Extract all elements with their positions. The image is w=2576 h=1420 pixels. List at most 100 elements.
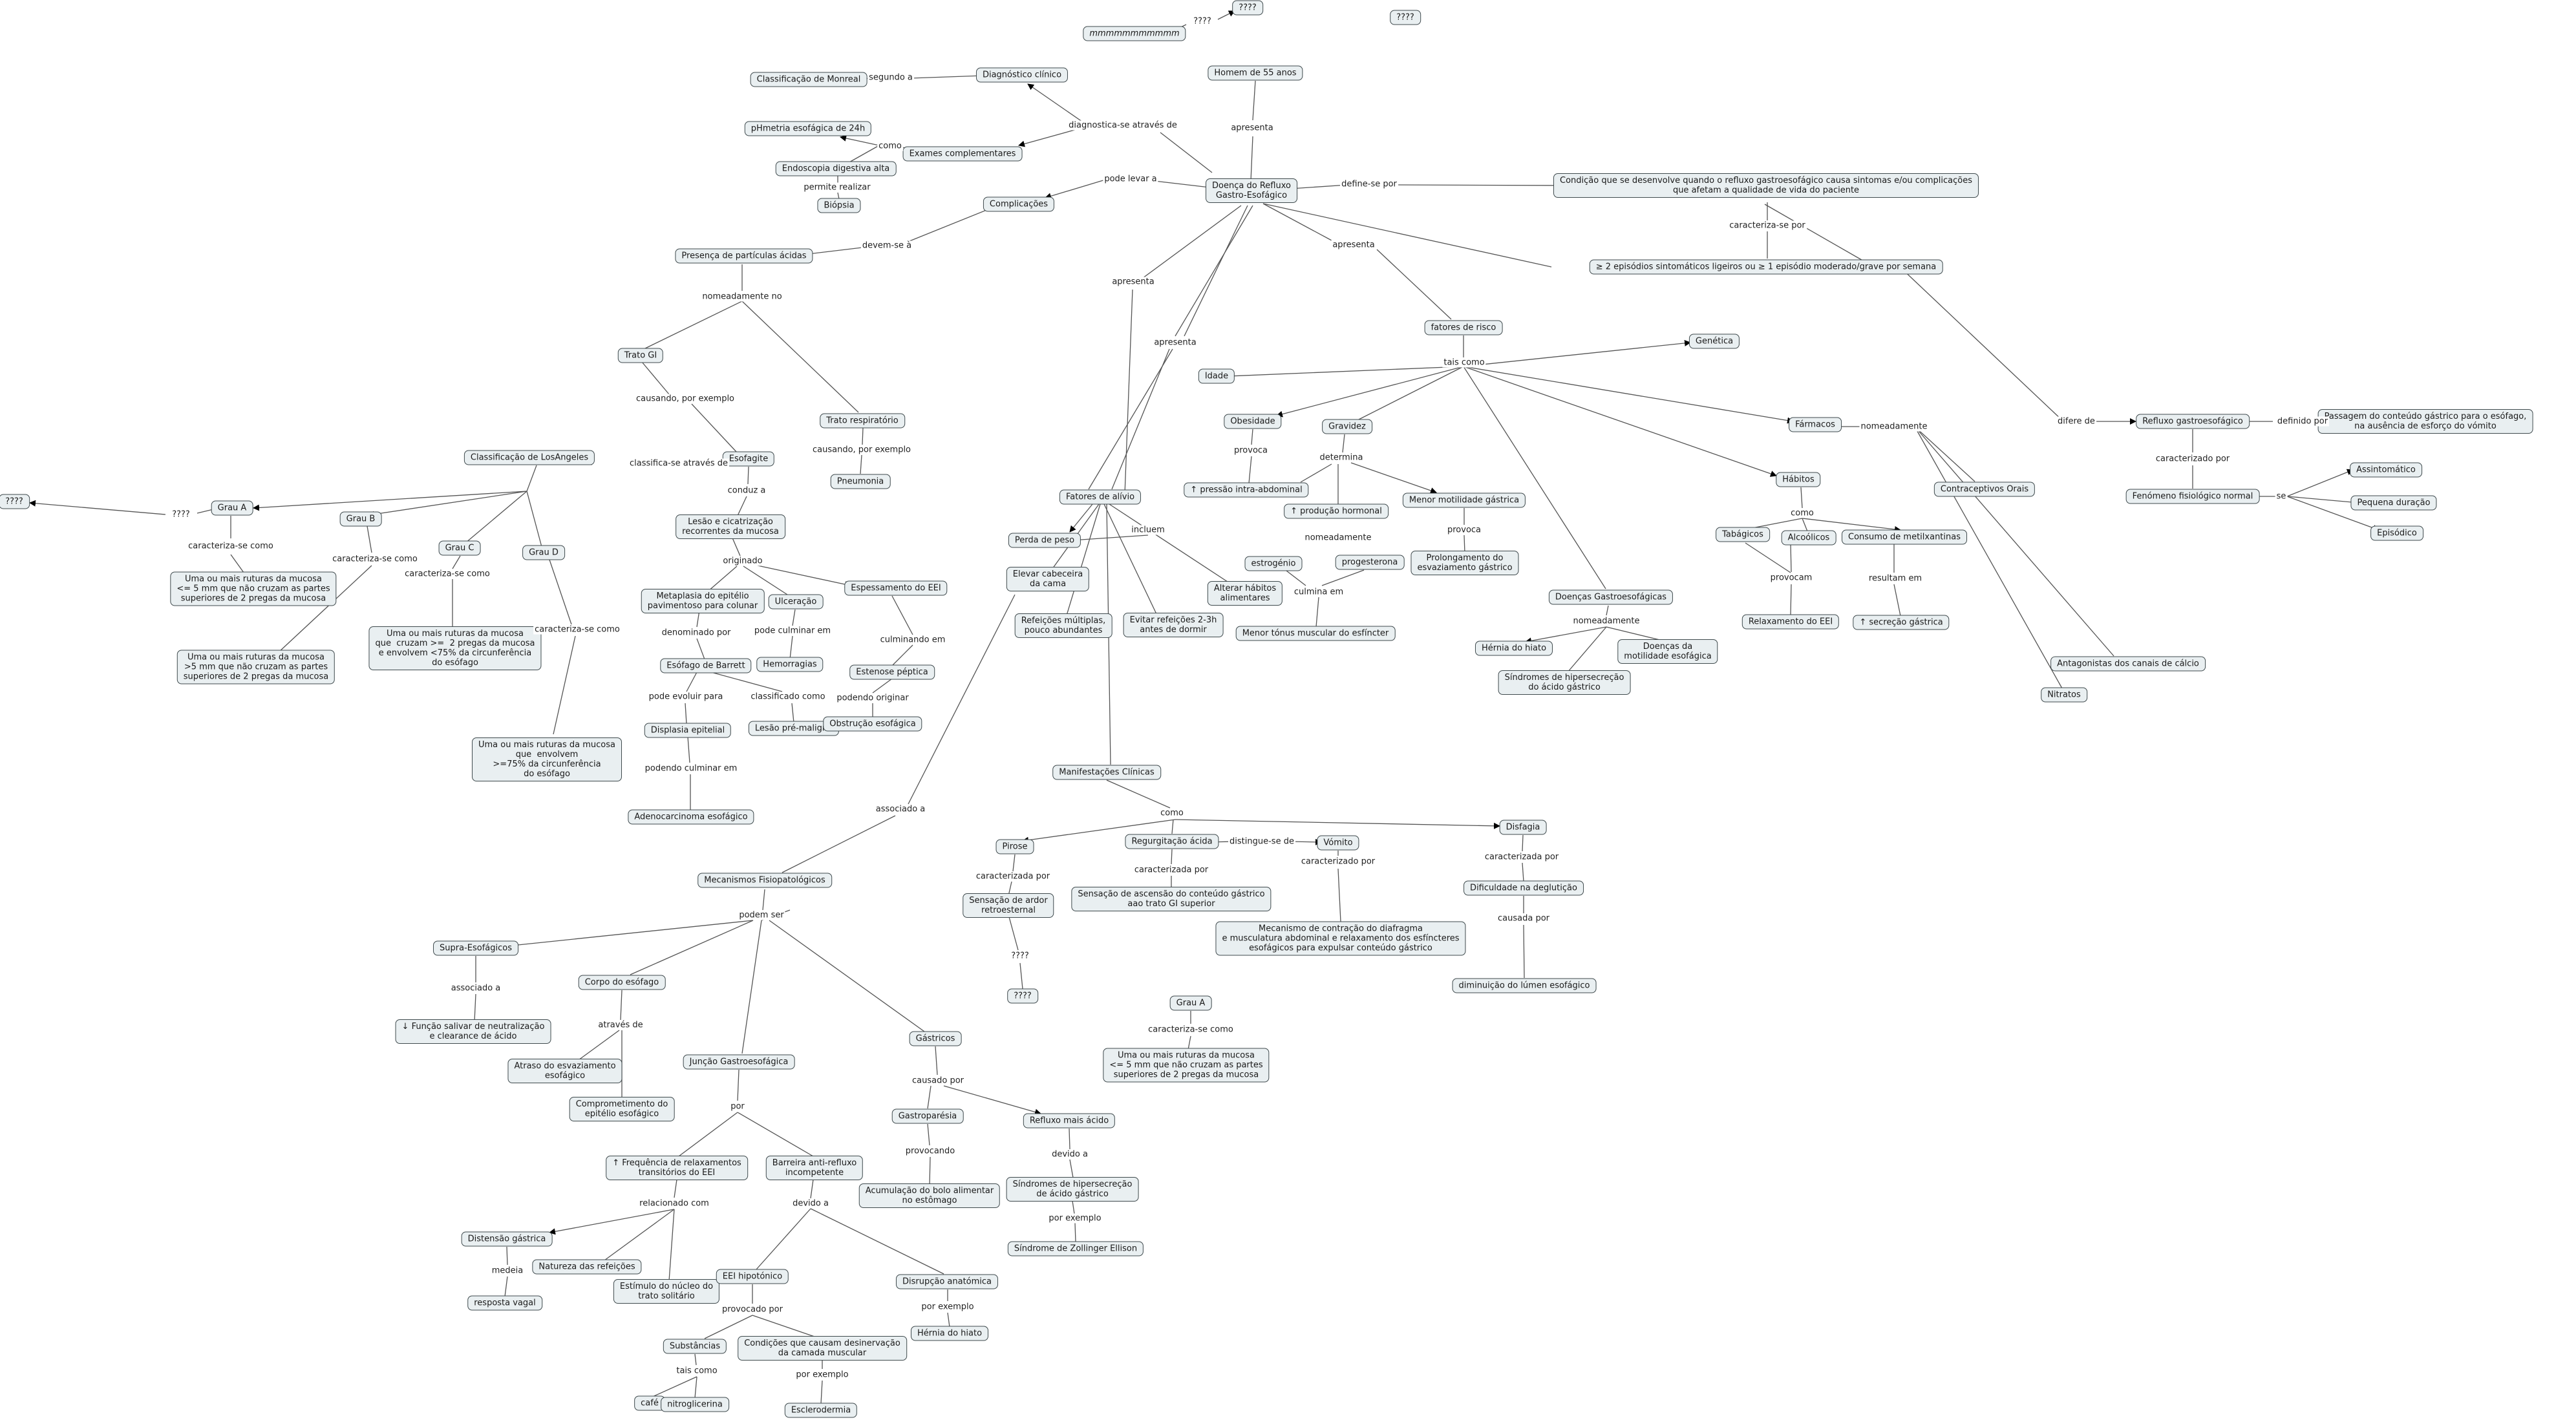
refluxo-gastroesofagico-node[interactable]: Refluxo gastroesofágico [2136,414,2250,429]
classificacao-losangeles-node[interactable]: Classificação de LosAngeles [463,450,595,465]
esofago-barrett-node[interactable]: Esófago de Barrett [660,658,752,673]
farmacos-node[interactable]: Fármacos [1789,417,1842,432]
fatores-alivio-node[interactable]: Fatores de alívio [1059,489,1142,505]
sindromes-hipersecrecao-node[interactable]: Síndromes de hipersecreção de ácido gást… [1006,1177,1139,1202]
nitratos-node[interactable]: Nitratos [2041,687,2087,703]
grau-b-node[interactable]: Grau B [339,511,382,527]
obstrucao-esofagica-node[interactable]: Obstrução esofágica [823,716,922,732]
doencas-motilidade-node[interactable]: Doenças da motilidade esofágica [1617,639,1718,664]
hernia-hiato-node[interactable]: Hérnia do hiato [1474,641,1553,656]
dificuldade-degluticao-node[interactable]: Dificuldade na deglutição [1464,880,1584,896]
obesidade-node[interactable]: Obesidade [1224,414,1282,429]
hernia-hiato-node[interactable]: Hérnia do hiato [910,1326,989,1341]
fenomeno-fisiologico-node[interactable]: Fenómeno fisiológico normal [2125,489,2260,504]
episodios-node[interactable]: ≥ 2 episódios sintomáticos ligeiros ou ≥… [1589,259,1943,275]
classificacao-monreal-node[interactable]: Classificação de Monreal [750,72,868,87]
manifestacoes-clinicas-node[interactable]: Manifestações Clínicas [1052,765,1161,780]
perda-peso-node[interactable]: Perda de peso [1008,533,1081,548]
acumulacao-bolo-node[interactable]: Acumulação do bolo alimentar no estômago [858,1183,1001,1208]
frequencia-relaxamentos-node[interactable]: ↑ Frequência de relaxamentos transitório… [606,1156,748,1180]
pirose-node[interactable]: Pirose [995,839,1034,854]
sensacao-ardor-node[interactable]: Sensação de ardor retroesternal [963,893,1054,918]
estimulo-nucleo-node[interactable]: Estímulo do núcleo do trato solitário [613,1279,720,1304]
diagnostico-clinico-node[interactable]: Diagnóstico clínico [975,67,1069,83]
esclerodermia-node[interactable]: Esclerodermia [784,1403,858,1418]
homem-55-anos-node[interactable]: Homem de 55 anos [1208,65,1303,81]
exames-complementares-node[interactable]: Exames complementares [902,146,1023,162]
pressao-intra-abdominal-node[interactable]: ↑ pressão intra-abdominal [1184,482,1309,498]
lesao-pre-maligna-node[interactable]: Lesão pré-maligna [748,721,840,736]
esofagite-node[interactable]: Esofagite [722,451,775,467]
ulceracao-node[interactable]: Ulceração [768,594,824,609]
prolongamento-node[interactable]: Prolongamento do esvaziamento gástrico [1410,551,1519,575]
vomito-node[interactable]: Vómito [1317,835,1359,851]
elevar-cabeceira-node[interactable]: Elevar cabeceira da cama [1006,567,1090,591]
sensacao-ascensao-node[interactable]: Sensação de ascensão do conteúdo gástric… [1071,887,1272,911]
progesterona-node[interactable]: progesterona [1335,555,1405,570]
distensao-gastrica-node[interactable]: Distensão gástrica [461,1231,553,1247]
menor-motilidade-node[interactable]: Menor motilidade gástrica [1402,493,1526,508]
passagem-node[interactable]: Passagem do conteúdo gástrico para o esó… [2317,409,2533,434]
lesao-cicatrizacao-node[interactable]: Lesão e cicatrização recorrentes da muco… [676,514,785,539]
grau-c-node[interactable]: Grau C [438,540,481,556]
disfagia-node[interactable]: Disfagia [1499,820,1547,835]
gastroparesia-node[interactable]: Gastroparésia [891,1108,964,1124]
espessamento-eei-node[interactable]: Espessamento do EEI [844,580,948,596]
grau-a-node[interactable]: Grau A [211,500,253,516]
displasia-node[interactable]: Displasia epitelial [644,723,732,738]
refluxo-mais-acido-node[interactable]: Refluxo mais ácido [1023,1113,1116,1129]
juncao-gastroesofagica-node[interactable]: Junção Gastroesofágica [683,1054,795,1070]
grau-a-descricao-node[interactable]: Uma ou mais ruturas da mucosa <= 5 mm qu… [170,571,337,606]
phmetria-node[interactable]: pHmetria esofágica de 24h [744,121,872,136]
grau-d-node[interactable]: Grau D [522,545,565,560]
evitar-refeicoes-node[interactable]: Evitar refeições 2-3h antes de dormir [1123,613,1224,637]
antagonistas-calcio-node[interactable]: Antagonistas dos canais de cálcio [2050,656,2206,672]
doencas-gastroesofagicas-node[interactable]: Doenças Gastroesofágicas [1548,589,1674,605]
unknown-node[interactable]: ???? [1390,10,1421,25]
refeicoes-multiplas-node[interactable]: Refeições múltiplas, pouco abundantes [1014,613,1112,638]
relaxamento-eei-node[interactable]: Relaxamento do EEI [1741,614,1840,630]
unknown-node[interactable]: ???? [1232,0,1263,16]
condicoes-desinervacao-node[interactable]: Condições que causam desinervação da cam… [738,1336,907,1361]
trato-gi-node[interactable]: Trato GI [617,348,664,363]
placeholder-node[interactable]: mmmmmmmmmmm [1083,26,1186,41]
metilxantinas-node[interactable]: Consumo de metilxantinas [1842,529,1967,545]
habitos-node[interactable]: Hábitos [1776,472,1821,487]
eei-hipotonico-node[interactable]: EEI hipotónico [716,1269,789,1284]
genetica-node[interactable]: Genética [1688,334,1740,349]
particulas-acidas-node[interactable]: Presença de partículas ácidas [675,248,813,264]
grau-c-descricao-node[interactable]: Uma ou mais ruturas da mucosa que cruzam… [368,626,542,670]
biopsia-node[interactable]: Biópsia [817,198,861,213]
resposta-vagal-node[interactable]: resposta vagal [467,1295,542,1311]
grau-a-descricao-node[interactable]: Uma ou mais ruturas da mucosa <= 5 mm qu… [1103,1048,1270,1083]
secrecao-gastrica-node[interactable]: ↑ secreção gástrica [1853,615,1950,630]
unknown-node[interactable]: ???? [0,494,30,509]
unknown-node[interactable]: ???? [1007,988,1038,1004]
regurgitacao-node[interactable]: Regurgitação ácida [1125,834,1219,849]
pequena-duracao-node[interactable]: Pequena duração [2350,495,2437,511]
nitroglicerina-node[interactable]: nitroglicerina [661,1397,729,1412]
fatores-risco-node[interactable]: fatores de risco [1424,320,1503,335]
definicao-node[interactable]: Condição que se desenvolve quando o refl… [1553,173,1979,198]
atraso-esvaziamento-node[interactable]: Atraso do esvaziamento esofágico [507,1059,623,1083]
alterar-habitos-node[interactable]: Alterar hábitos alimentares [1207,581,1283,606]
menor-tonus-node[interactable]: Menor tónus muscular do esfíncter [1235,626,1396,641]
mecanismos-fisiopatologicos-node[interactable]: Mecanismos Fisiopatológicos [697,873,832,888]
idade-node[interactable]: Idade [1198,368,1235,384]
grau-d-descricao-node[interactable]: Uma ou mais ruturas da mucosa que envolv… [472,737,622,781]
substancias-node[interactable]: Substâncias [663,1339,727,1354]
comprometimento-epitelio-node[interactable]: Comprometimento do epitélio esofágico [569,1097,675,1121]
trato-respiratorio-node[interactable]: Trato respiratório [820,413,905,429]
estenose-peptica-node[interactable]: Estenose péptica [849,664,935,680]
diminuicao-lumen-node[interactable]: diminuição do lúmen esofágico [1452,978,1597,993]
sindromes-hipersecrecao-node[interactable]: Síndromes de hipersecreção do ácido gást… [1498,670,1631,695]
pneumonia-node[interactable]: Pneumonia [830,474,891,489]
contraceptivos-node[interactable]: Contraceptivos Orais [1933,482,2036,497]
hemorragias-node[interactable]: Hemorragias [756,657,824,672]
drge-main-node[interactable]: Doença do Refluxo Gastro-Esofágico [1206,178,1297,203]
gravidez-node[interactable]: Gravidez [1322,419,1372,434]
corpo-esofago-node[interactable]: Corpo do esófago [578,975,666,990]
adenocarcinoma-node[interactable]: Adenocarcinoma esofágico [628,809,754,825]
alcoolicos-node[interactable]: Alcoólicos [1781,530,1836,546]
barreira-anti-refluxo-node[interactable]: Barreira anti-refluxo incompetente [765,1156,864,1180]
